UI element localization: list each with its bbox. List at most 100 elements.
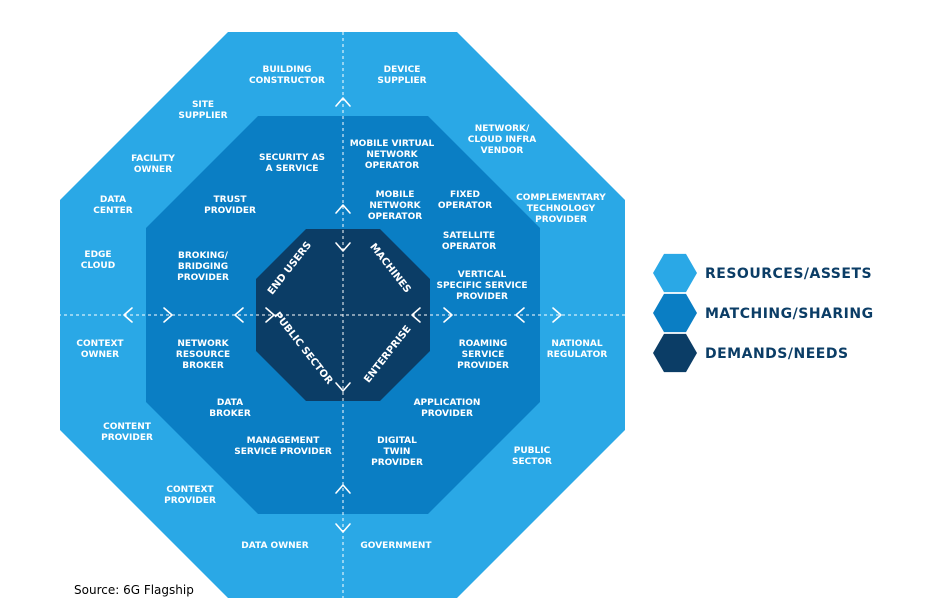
chevron-down-icon [335,523,351,533]
chevron-right-icon [443,307,453,323]
label-line: DATA [100,195,126,205]
label-line: TECHNOLOGY [527,204,596,214]
label-line: BROKING/ [178,251,229,261]
label-line: REGULATOR [547,350,608,360]
label-line: OPERATOR [365,161,419,171]
legend-label: DEMANDS/NEEDS [705,346,849,362]
source-caption: Source: 6G Flagship [74,583,194,597]
label-line: CLOUD INFRA [468,135,537,145]
label-line: OPERATOR [368,212,422,222]
chevron-left-icon [411,307,421,323]
label-government: GOVERNMENT [360,541,432,551]
label-line: MOBILE VIRTUAL [350,139,435,149]
legend: RESOURCES/ASSETS MATCHING/SHARING DEMANDS/… [653,253,874,373]
label-line: PROVIDER [164,496,216,506]
label-line: BRIDGING [178,262,228,272]
label-line: SERVICE [462,350,505,360]
label-line: SATELLITE [443,231,495,241]
label-line: DEVICE [384,65,421,75]
label-line: PROVIDER [457,361,509,371]
legend-label: MATCHING/SHARING [705,306,874,322]
legend-hexagon-icon [653,293,697,333]
label-line: BROKER [182,361,224,371]
label-line: NETWORK [366,150,418,160]
label-line: BUILDING [263,65,312,75]
legend-item: RESOURCES/ASSETS [653,253,872,293]
chevron-down-icon [335,242,351,252]
label-line: PROVIDER [421,409,473,419]
label-line: MOBILE [376,190,415,200]
label-line: COMPLEMENTARY [516,193,606,203]
label-line: CONTEXT [76,339,124,349]
label-line: DIGITAL [377,436,417,446]
chevron-right-icon [265,307,275,323]
label-line: NETWORK/ [475,124,530,134]
chevron-right-icon [552,307,562,323]
label-line: NATIONAL [551,339,602,349]
label-data-owner: DATA OWNER [241,541,309,551]
label-line: SERVICE PROVIDER [234,447,332,457]
label-line: OWNER [134,165,172,175]
label-line: CONSTRUCTOR [249,76,325,86]
label-line: CENTER [93,206,133,216]
label-line: TRUST [214,195,248,205]
chevron-left-icon [515,307,525,323]
label-line: PROVIDER [535,215,587,225]
label-line: OPERATOR [438,201,492,211]
label-line: CONTENT [103,422,152,432]
arrow-chevrons [123,97,562,533]
label-line: BROKER [209,409,251,419]
label-line: PROVIDER [456,292,508,302]
chevron-up-icon [335,97,351,107]
label-line: EDGE [84,250,111,260]
label-line: PROVIDER [371,458,423,468]
label-line: NETWORK [177,339,229,349]
label-line: ROAMING [459,339,508,349]
label-line: RESOURCE [176,350,230,360]
label-line: SECTOR [512,457,552,467]
legend-item: DEMANDS/NEEDS [653,333,849,373]
chevron-left-icon [234,307,244,323]
label-line: OWNER [81,350,119,360]
label-line: CONTEXT [166,485,214,495]
label-line: PROVIDER [177,273,229,283]
label-line: PROVIDER [204,206,256,216]
label-line: SECURITY AS [259,153,325,163]
label-line: APPLICATION [414,398,481,408]
label-line: MANAGEMENT [247,436,321,446]
label-line: SUPPLIER [178,111,227,121]
label-line: PUBLIC [514,446,551,456]
legend-label: RESOURCES/ASSETS [705,266,872,282]
label-line: FACILITY [131,154,175,164]
label-line: SUPPLIER [377,76,426,86]
label-line: CLOUD [81,261,115,271]
label-line: GOVERNMENT [360,541,432,551]
legend-hexagon-icon [653,333,697,373]
chevron-up-icon [335,484,351,494]
label-line: VENDOR [481,146,524,156]
label-line: TWIN [384,447,411,457]
label-line: SPECIFIC SERVICE [436,281,527,291]
